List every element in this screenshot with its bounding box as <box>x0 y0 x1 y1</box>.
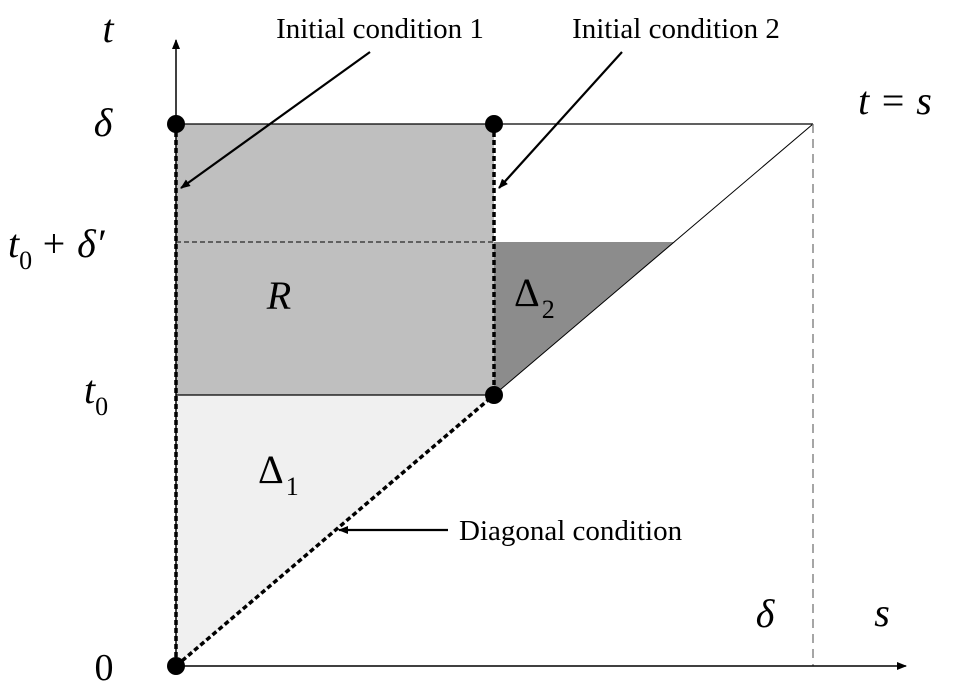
region-delta1-label: Δ1 <box>258 447 299 501</box>
t0dp-sub: 0 <box>19 246 32 275</box>
point-top-left <box>167 115 185 133</box>
diagonal-condition-label: Diagonal condition <box>459 515 683 547</box>
arrow-initial-condition-1 <box>180 51 371 189</box>
t-tick-delta: δ <box>94 100 114 145</box>
delta1-sub: 1 <box>286 472 299 501</box>
t0dp-t: t <box>8 221 20 266</box>
delta2-symbol: Δ <box>514 270 540 315</box>
origin-label: 0 <box>95 647 114 689</box>
t-axis-label: t <box>102 6 114 51</box>
diagonal-line <box>493 123 814 396</box>
delta2-sub: 2 <box>542 295 555 324</box>
arrow-initial-condition-2 <box>498 51 623 189</box>
t-tick-t0: t0 <box>84 367 108 421</box>
t-tick-t0-plus-delta-prime: t0 + δ′ <box>8 221 106 275</box>
t0-t: t <box>84 367 96 412</box>
region-r-label: R <box>266 273 291 318</box>
t0-sub: 0 <box>95 392 108 421</box>
point-origin <box>167 657 185 675</box>
region-r <box>176 124 494 395</box>
point-top-right <box>485 115 503 133</box>
s-tick-delta: δ <box>756 591 776 636</box>
region-delta2-label: Δ2 <box>514 270 555 324</box>
delta1-symbol: Δ <box>258 447 284 492</box>
initial-condition-1-label: Initial condition 1 <box>276 13 484 45</box>
point-t0-diagonal <box>485 386 503 404</box>
diagonal-equation-label: t = s <box>858 78 932 123</box>
s-axis-label: s <box>874 590 890 635</box>
diagonal-condition-boundary <box>174 393 496 668</box>
initial-condition-2-label: Initial condition 2 <box>572 13 780 45</box>
t0dp-rest: + δ′ <box>40 221 106 266</box>
